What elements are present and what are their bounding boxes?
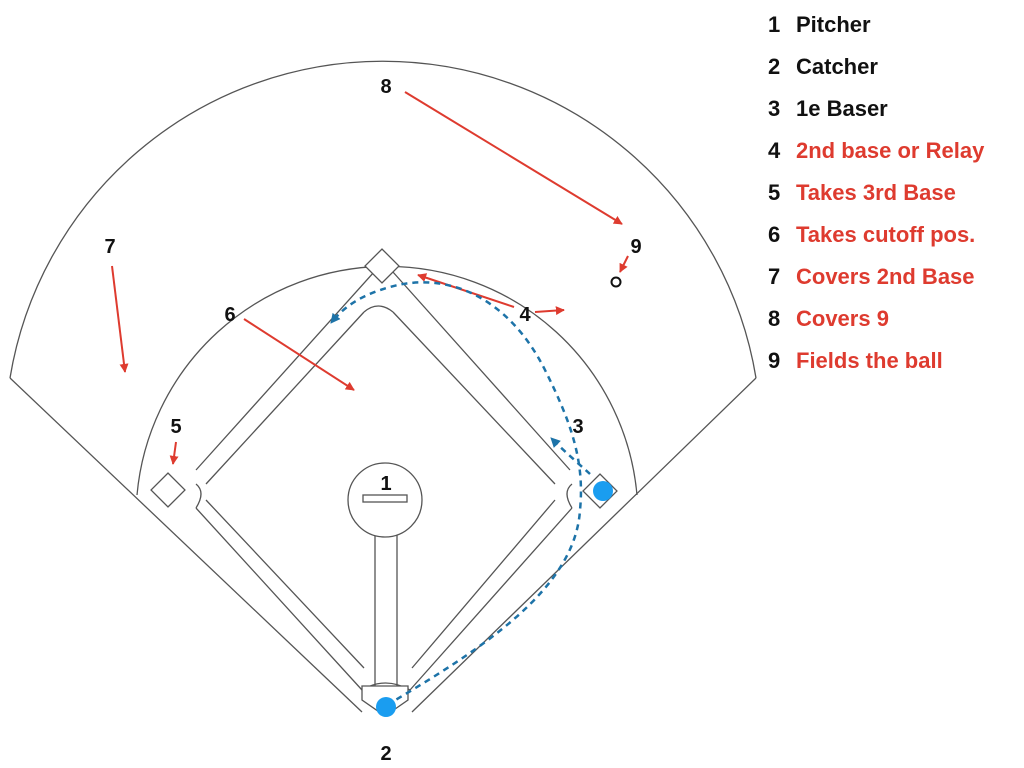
runner-home bbox=[376, 697, 396, 717]
legend-number: 6 bbox=[768, 222, 781, 247]
legend-number: 3 bbox=[768, 96, 781, 121]
third-base-cutout bbox=[195, 483, 202, 509]
legend-row: 2 Catcher bbox=[768, 50, 1020, 92]
legend-row: 9 Fields the ball bbox=[768, 344, 1020, 386]
legend-row: 8 Covers 9 bbox=[768, 302, 1020, 344]
legend-row: 1 Pitcher bbox=[768, 8, 1020, 50]
arrow-player-7 bbox=[111, 265, 129, 373]
legend-row: 3 1e Baser bbox=[768, 92, 1020, 134]
legend-label-first-baseman: 1e Baser bbox=[796, 96, 888, 121]
foul-line-left-outer bbox=[9, 377, 363, 713]
legend-number: 8 bbox=[768, 306, 781, 331]
base-path-inner bbox=[205, 311, 556, 669]
field-label-6: 6 bbox=[224, 304, 235, 326]
arrow-player-6 bbox=[243, 318, 355, 391]
field-label-7: 7 bbox=[104, 236, 115, 258]
legend-number: 2 bbox=[768, 54, 781, 79]
arrow-player-4-to-relay bbox=[534, 306, 565, 316]
legend-row: 6 Takes cutoff pos. bbox=[768, 218, 1020, 260]
arrow-player-9 bbox=[619, 255, 629, 273]
field-label-2: 2 bbox=[380, 743, 391, 765]
outfield-fence bbox=[9, 60, 757, 379]
ball-marker bbox=[610, 276, 622, 288]
legend-row: 4 2nd base or Relay bbox=[768, 134, 1020, 176]
legend-row: 5 Takes 3rd Base bbox=[768, 176, 1020, 218]
runner-path-first-base bbox=[550, 437, 591, 475]
arrow-player-8 bbox=[404, 91, 623, 225]
first-base-cutout bbox=[566, 483, 573, 509]
field-label-1: 1 bbox=[380, 473, 391, 495]
legend-label-pitcher: Pitcher bbox=[796, 12, 871, 37]
legend-number: 1 bbox=[768, 12, 781, 37]
field-label-4: 4 bbox=[519, 304, 531, 326]
legend-number: 4 bbox=[768, 138, 781, 163]
legend-label-right-fielder: Fields the ball bbox=[796, 348, 943, 373]
foul-line-right-outer bbox=[411, 377, 757, 713]
field-label-8: 8 bbox=[380, 76, 391, 98]
legend-label-left-fielder: Covers 2nd Base bbox=[796, 264, 975, 289]
legend-label-center-fielder: Covers 9 bbox=[796, 306, 889, 331]
second-base bbox=[364, 248, 400, 284]
arrow-player-4-to-second bbox=[417, 273, 515, 308]
field-label-3: 3 bbox=[572, 416, 583, 438]
legend-number: 7 bbox=[768, 264, 781, 289]
second-base-cutout bbox=[363, 305, 394, 313]
position-legend: 1 Pitcher 2 Catcher 3 1e Baser 4 2nd base or… bbox=[768, 8, 1020, 386]
field-label-9: 9 bbox=[630, 236, 641, 258]
field-label-5: 5 bbox=[170, 416, 181, 438]
legend-label-catcher: Catcher bbox=[796, 54, 878, 79]
pitchers-rubber bbox=[362, 494, 408, 503]
legend-number: 5 bbox=[768, 180, 781, 205]
runner-first-base bbox=[593, 481, 613, 501]
legend-label-third-baseman: Takes 3rd Base bbox=[796, 180, 956, 205]
third-base bbox=[150, 472, 186, 508]
legend-row: 7 Covers 2nd Base bbox=[768, 260, 1020, 302]
legend-number: 9 bbox=[768, 348, 781, 373]
base-path-outer bbox=[195, 261, 573, 691]
arrow-player-5 bbox=[169, 441, 179, 465]
legend-label-shortstop: Takes cutoff pos. bbox=[796, 222, 976, 247]
runner-path-home-to-second bbox=[330, 281, 583, 707]
legend-label-second-baseman: 2nd base or Relay bbox=[796, 138, 985, 163]
